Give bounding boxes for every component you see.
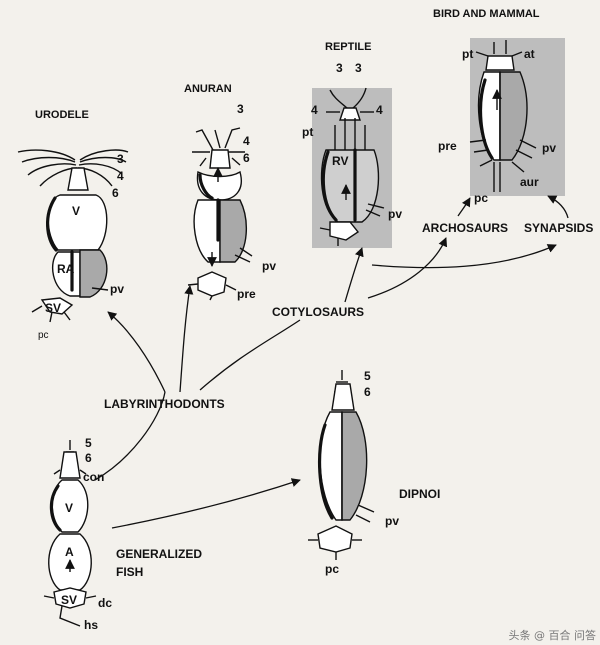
arrow-fish-to-dipnoi xyxy=(111,478,301,529)
dipnoi-pv-label: pv xyxy=(385,514,399,528)
generalized-label: GENERALIZED xyxy=(116,547,202,561)
watermark-text: 头条 @ 百合 问答 xyxy=(508,629,597,642)
anuran-pre-label: pre xyxy=(237,287,256,301)
evolution-arrows xyxy=(94,195,569,529)
urodele-right-atrium-label: RA xyxy=(57,262,75,276)
fish-con-label: con xyxy=(83,470,104,484)
dipnoi-label: DIPNOI xyxy=(399,487,440,501)
arrow-to-urodele xyxy=(107,311,166,393)
arrow-synapsids-to-mammal xyxy=(547,195,569,219)
fish-ventricle-label: V xyxy=(65,501,73,515)
anuran-arch-3: 3 xyxy=(237,102,244,116)
bird-pc-label: pc xyxy=(474,191,488,205)
arrow-fish-to-labyrinthodonts xyxy=(94,391,166,481)
arrow-archosaurs-to-bird xyxy=(457,197,471,217)
anuran-arch-4: 4 xyxy=(243,134,250,148)
reptile-label: REPTILE xyxy=(325,41,371,53)
cotylosaurs-label: COTYLOSAURS xyxy=(272,305,364,319)
urodele-pv-label: pv xyxy=(110,282,124,296)
fish-atrium-label: A xyxy=(65,545,74,559)
reptile-heart xyxy=(312,87,392,248)
reptile-pt-label: pt xyxy=(302,125,313,139)
bird-mammal-label: BIRD AND MAMMAL xyxy=(433,8,540,20)
fish-hs-label: hs xyxy=(84,618,98,632)
reptile-arch-4a: 4 xyxy=(311,103,318,117)
urodele-heart xyxy=(17,149,129,323)
dipnoi-pc-label: pc xyxy=(325,562,339,576)
urodele-ventricle-label: V xyxy=(72,204,80,218)
generalized-fish-heart xyxy=(43,440,97,627)
bird-mammal-heart xyxy=(469,38,565,196)
anuran-pv-label: pv xyxy=(262,259,276,273)
dipnoi-arch-5: 5 xyxy=(364,369,371,383)
arrow-to-archosaurs xyxy=(367,237,448,299)
dipnoi-arch-6: 6 xyxy=(364,385,371,399)
fish-dc-label: dc xyxy=(98,596,112,610)
anuran-arch-6: 6 xyxy=(243,151,250,165)
bird-at-label: at xyxy=(524,47,535,61)
bird-aur-label: aur xyxy=(520,175,539,189)
reptile-pv-label: pv xyxy=(388,207,402,221)
urodele-arch-3: 3 xyxy=(117,152,124,166)
arrow-to-reptile xyxy=(344,247,364,303)
bird-pre-label: pre xyxy=(438,139,457,153)
urodele-pc-label: pc xyxy=(38,330,49,341)
reptile-arch-4b: 4 xyxy=(376,103,383,117)
urodele-label: URODELE xyxy=(35,109,89,121)
arrow-to-synapsids xyxy=(371,244,557,269)
fish-arch-6: 6 xyxy=(85,451,92,465)
dipnoi-heart xyxy=(308,370,375,560)
bird-pt-label: pt xyxy=(462,47,473,61)
fish-arch-5: 5 xyxy=(85,436,92,450)
anuran-label: ANURAN xyxy=(184,83,232,95)
archosaurs-label: ARCHOSAURS xyxy=(422,221,508,235)
reptile-arch-3a: 3 xyxy=(336,61,343,75)
reptile-arch-3b: 3 xyxy=(355,61,362,75)
fish-sv-label: SV xyxy=(61,593,77,607)
fish-label: FISH xyxy=(116,565,143,579)
synapsids-label: SYNAPSIDS xyxy=(524,221,593,235)
bird-pv-label: pv xyxy=(542,141,556,155)
arrow-to-cotylosaurs xyxy=(199,319,301,391)
anuran-heart xyxy=(187,127,253,301)
urodele-arch-6: 6 xyxy=(112,186,119,200)
urodele-arch-4: 4 xyxy=(117,169,124,183)
labyrinthodonts-label: LABYRINTHODONTS xyxy=(104,397,225,411)
arrow-to-anuran xyxy=(179,285,194,393)
reptile-rv-label: RV xyxy=(332,154,348,168)
urodele-sv-label: SV xyxy=(45,301,61,315)
